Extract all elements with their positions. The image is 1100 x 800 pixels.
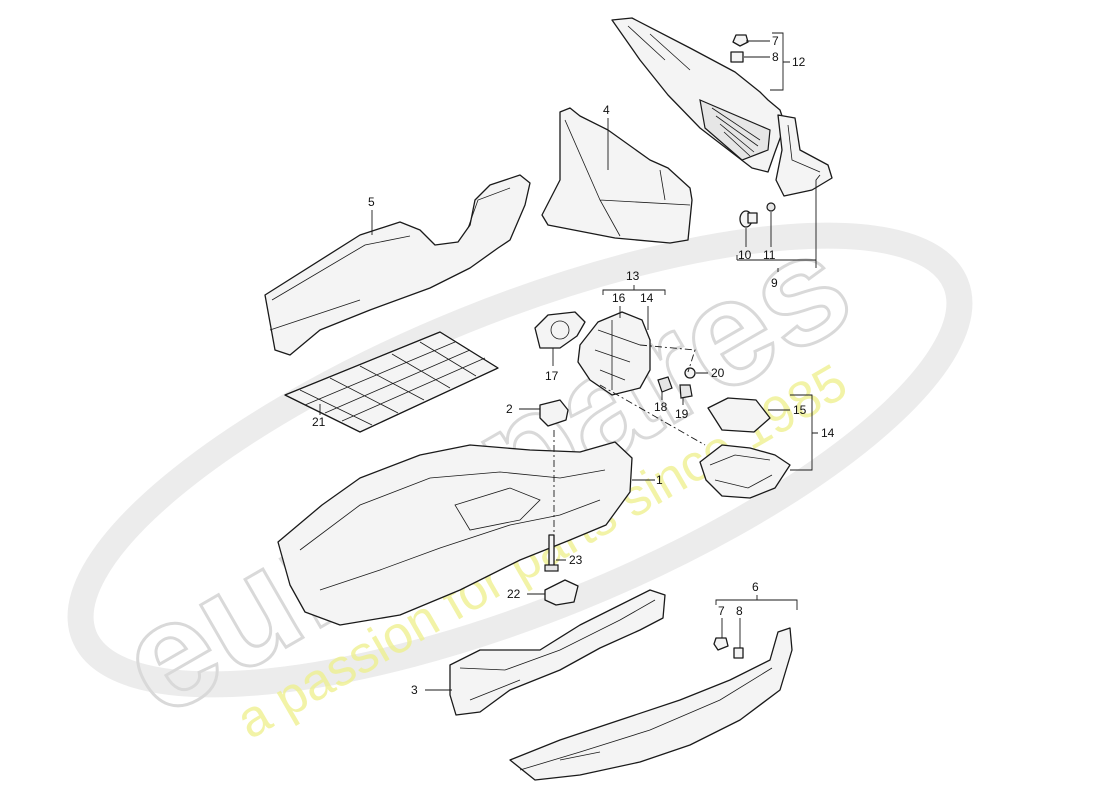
callout-19[interactable]: 19 <box>675 407 689 421</box>
part-7-clip-top[interactable] <box>732 34 749 47</box>
callout-12[interactable]: 12 <box>792 55 806 69</box>
callout-6[interactable]: 6 <box>752 580 759 594</box>
part-8-nut-bottom[interactable] <box>733 647 744 659</box>
callout-15[interactable]: 15 <box>793 403 807 417</box>
part-12-side-panel[interactable] <box>611 17 786 173</box>
assembly-lines <box>553 344 706 540</box>
part-10-plug[interactable] <box>739 210 758 228</box>
part-5-trim[interactable] <box>264 174 531 356</box>
watermark-swoosh <box>67 222 973 698</box>
part-1-trunk-liner[interactable] <box>277 441 633 626</box>
callout-14-right[interactable]: 14 <box>821 426 835 440</box>
callout-7-bottom[interactable]: 7 <box>718 604 725 618</box>
callout-18[interactable]: 18 <box>654 400 668 414</box>
callout-1[interactable]: 1 <box>656 473 663 487</box>
part-21-cargo-net[interactable] <box>284 331 499 433</box>
callout-8-top[interactable]: 8 <box>772 50 779 64</box>
part-3-lower-trim[interactable] <box>449 589 666 716</box>
part-6-sill[interactable] <box>509 627 793 781</box>
callout-4[interactable]: 4 <box>603 103 610 117</box>
callout-7-top[interactable]: 7 <box>772 34 779 48</box>
part-23-bolt[interactable] <box>544 534 559 572</box>
callout-8-bottom[interactable]: 8 <box>736 604 743 618</box>
callout-23[interactable]: 23 <box>569 553 583 567</box>
part-22-bracket[interactable] <box>544 579 579 606</box>
callout-20[interactable]: 20 <box>711 366 725 380</box>
part-17-gasket[interactable] <box>534 311 586 349</box>
part-15-seal[interactable] <box>707 397 771 433</box>
callout-13[interactable]: 13 <box>626 269 640 283</box>
part-14-cover[interactable] <box>699 444 791 499</box>
part-20-screw[interactable] <box>684 367 696 379</box>
part-11-nut[interactable] <box>766 202 776 212</box>
callout-2[interactable]: 2 <box>506 402 513 416</box>
part-2-switch[interactable] <box>539 399 569 427</box>
part-18-clip[interactable] <box>657 376 673 393</box>
part-8-nut-top[interactable] <box>730 51 744 63</box>
callout-21[interactable]: 21 <box>312 415 326 429</box>
part-9-bracket[interactable] <box>775 114 833 197</box>
callout-5[interactable]: 5 <box>368 195 375 209</box>
part-7-clip-bottom[interactable] <box>713 637 729 651</box>
callout-10[interactable]: 10 <box>738 248 752 262</box>
callout-17[interactable]: 17 <box>545 369 559 383</box>
callout-numbers: 1 2 3 4 5 6 7 8 7 8 9 10 11 12 13 14 14 … <box>312 34 835 697</box>
part-4-trim[interactable] <box>541 107 693 244</box>
callout-14-top[interactable]: 14 <box>640 291 654 305</box>
callout-22[interactable]: 22 <box>507 587 521 601</box>
callout-9[interactable]: 9 <box>771 276 778 290</box>
callout-3[interactable]: 3 <box>411 683 418 697</box>
callout-11[interactable]: 11 <box>763 248 776 262</box>
part-16-filler-housing[interactable] <box>577 311 651 396</box>
leader-lines <box>319 32 821 691</box>
part-19-clip[interactable] <box>679 384 693 399</box>
callout-16[interactable]: 16 <box>612 291 626 305</box>
